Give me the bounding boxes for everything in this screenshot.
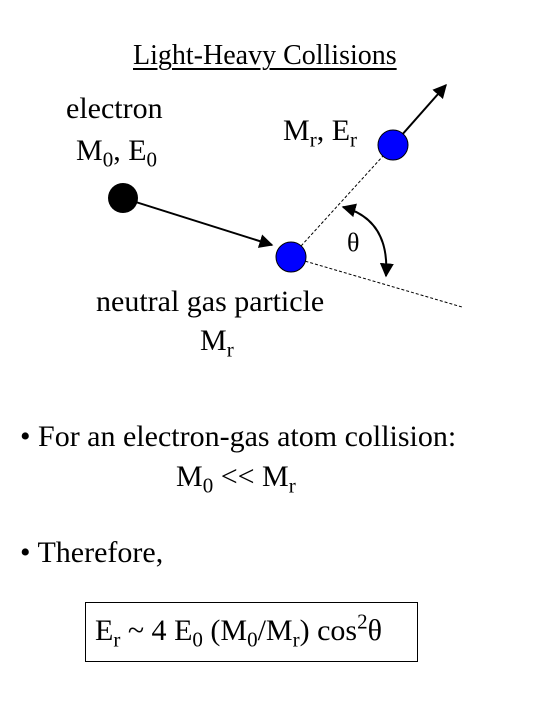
mass-inequality: M0 << Mr bbox=[176, 460, 296, 498]
electron-particle bbox=[108, 183, 138, 213]
electron-label: electron bbox=[66, 92, 163, 125]
scattered-direction-dashed-line bbox=[290, 144, 394, 258]
bullet-therefore: • Therefore, bbox=[20, 536, 164, 569]
neutral-gas-particle-label: neutral gas particle bbox=[96, 285, 325, 318]
formula-box bbox=[85, 602, 418, 662]
bullet-collision-condition: • For an electron-gas atom collision: bbox=[20, 420, 457, 453]
target-gas-particle bbox=[275, 241, 307, 273]
ejected-gas-particle bbox=[377, 129, 409, 161]
page-title: Light-Heavy Collisions bbox=[133, 40, 397, 71]
neutral-gas-mass-label: Mr bbox=[200, 324, 234, 362]
scattering-angle-arc bbox=[341, 203, 394, 278]
electron-mass-energy-label: M0, E0 bbox=[76, 134, 158, 172]
ejected-mass-energy-label: Mr, Er bbox=[283, 114, 358, 152]
energy-transfer-formula: Er ~ 4 E0 (M0/Mr) cos2θ bbox=[95, 609, 382, 652]
incident-electron-arrow bbox=[122, 197, 274, 248]
angle-theta-label: θ bbox=[347, 228, 360, 257]
